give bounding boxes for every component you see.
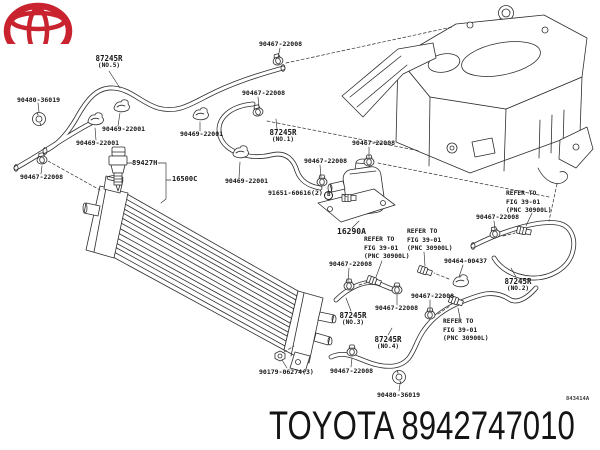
part-number-label: 90467-22008 — [375, 304, 419, 312]
leader-lines — [37, 47, 533, 392]
part-number-label: 90469-22001 — [180, 130, 224, 138]
part-number-label: 90464-00437 — [444, 257, 488, 265]
engine-illustration — [341, 5, 594, 184]
footer-part-title: TOYOTA 8942747010 — [269, 404, 575, 448]
hose-part-label: 87245R(NO.5) — [95, 54, 123, 70]
circled-letter-badge: B — [324, 191, 334, 200]
radiator-illustration — [82, 175, 337, 373]
temp-sensor-illustration — [108, 146, 128, 192]
part-number-label: 90469-22001 — [76, 139, 120, 147]
part-number-label: 90467-22008 — [259, 40, 303, 48]
diagram-reference-code: 843414A — [566, 396, 590, 402]
coolant-reservoir-illustration — [317, 158, 396, 223]
hose-part-label: 87245R(NO.4) — [374, 335, 402, 351]
part-number-label: 16290A — [337, 227, 366, 236]
part-number-label: 90480-36019 — [377, 391, 421, 399]
part-number-label: 90469-22001 — [102, 125, 146, 133]
part-number-label: 90467-22008 — [329, 260, 373, 268]
part-number-label: 90467-22008 — [330, 367, 374, 375]
part-number-label: 16500C — [172, 175, 198, 183]
toyota-logo — [3, 2, 73, 44]
part-number-label: 90467-22008 — [304, 157, 348, 165]
part-number-label: 90469-22001 — [225, 177, 269, 185]
part-number-label: 89427H — [132, 159, 158, 167]
hose-part-label: 87245R(NO.1) — [269, 128, 297, 144]
part-number-label: 90467-22008 — [20, 173, 64, 181]
part-number-label: 91651-60616(2)B — [268, 189, 334, 200]
part-number-label: 90467-22008 — [476, 213, 520, 221]
part-number-label: 90467-22008 — [242, 89, 286, 97]
part-number-label: 90480-36019 — [17, 96, 61, 104]
hose-part-label: 87245R(NO.2) — [504, 277, 532, 293]
part-number-label: 90467-22008 — [411, 292, 455, 300]
part-number-label: 90179-06274(3) — [259, 368, 314, 376]
dashed-lines — [47, 26, 558, 353]
part-number-label: 90467-22008 — [352, 139, 396, 147]
hose-part-label: 87245R(NO.3) — [339, 311, 367, 327]
